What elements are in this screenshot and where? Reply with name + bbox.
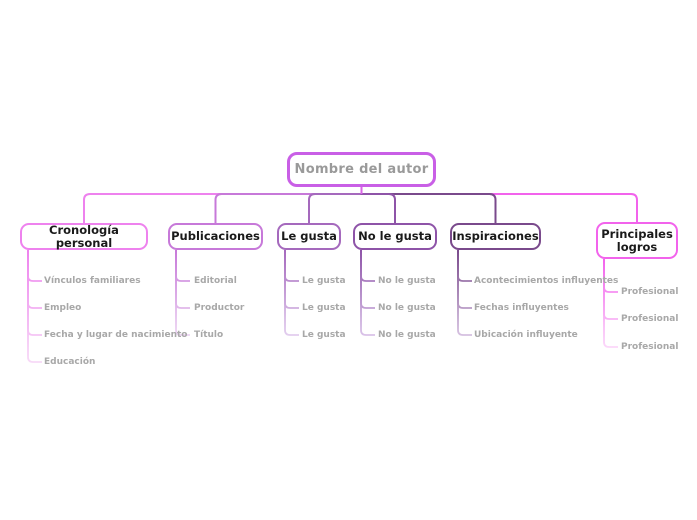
subtopic-label[interactable]: Fechas influyentes [474, 303, 569, 313]
root-topic[interactable]: Nombre del autor [287, 152, 436, 187]
subtopic-label[interactable]: Profesional [621, 342, 679, 352]
subtopic-label[interactable]: Profesional [621, 287, 679, 297]
subtopic-label[interactable]: Productor [194, 303, 245, 313]
subtopic-label[interactable]: Editorial [194, 276, 237, 286]
subtopic-label[interactable]: No le gusta [378, 303, 436, 313]
branch-principales-logros[interactable]: Principales logros [596, 222, 678, 259]
subtopic-label[interactable]: No le gusta [378, 276, 436, 286]
subtopic-label[interactable]: Ubicación influyente [474, 330, 578, 340]
subtopic-label[interactable]: Acontecimientos influyentes [474, 276, 619, 286]
subtopic-label[interactable]: Título [194, 330, 224, 340]
subtopic-label[interactable]: Empleo [44, 303, 82, 313]
subtopic-label[interactable]: Educación [44, 357, 96, 367]
subtopic-label[interactable]: Le gusta [302, 276, 346, 286]
branch-publicaciones[interactable]: Publicaciones [168, 223, 263, 250]
subtopic-label[interactable]: No le gusta [378, 330, 436, 340]
subtopic-label[interactable]: Le gusta [302, 303, 346, 313]
subtopic-label[interactable]: Vínculos familiares [44, 276, 141, 286]
branch-cronologia-personal[interactable]: Cronología personal [20, 223, 148, 250]
branch-inspiraciones[interactable]: Inspiraciones [450, 223, 541, 250]
subtopic-label[interactable]: Fecha y lugar de nacimiento [44, 330, 188, 340]
branch-no-le-gusta[interactable]: No le gusta [353, 223, 437, 250]
subtopic-label[interactable]: Profesional [621, 314, 679, 324]
branch-le-gusta[interactable]: Le gusta [277, 223, 341, 250]
subtopic-label[interactable]: Le gusta [302, 330, 346, 340]
